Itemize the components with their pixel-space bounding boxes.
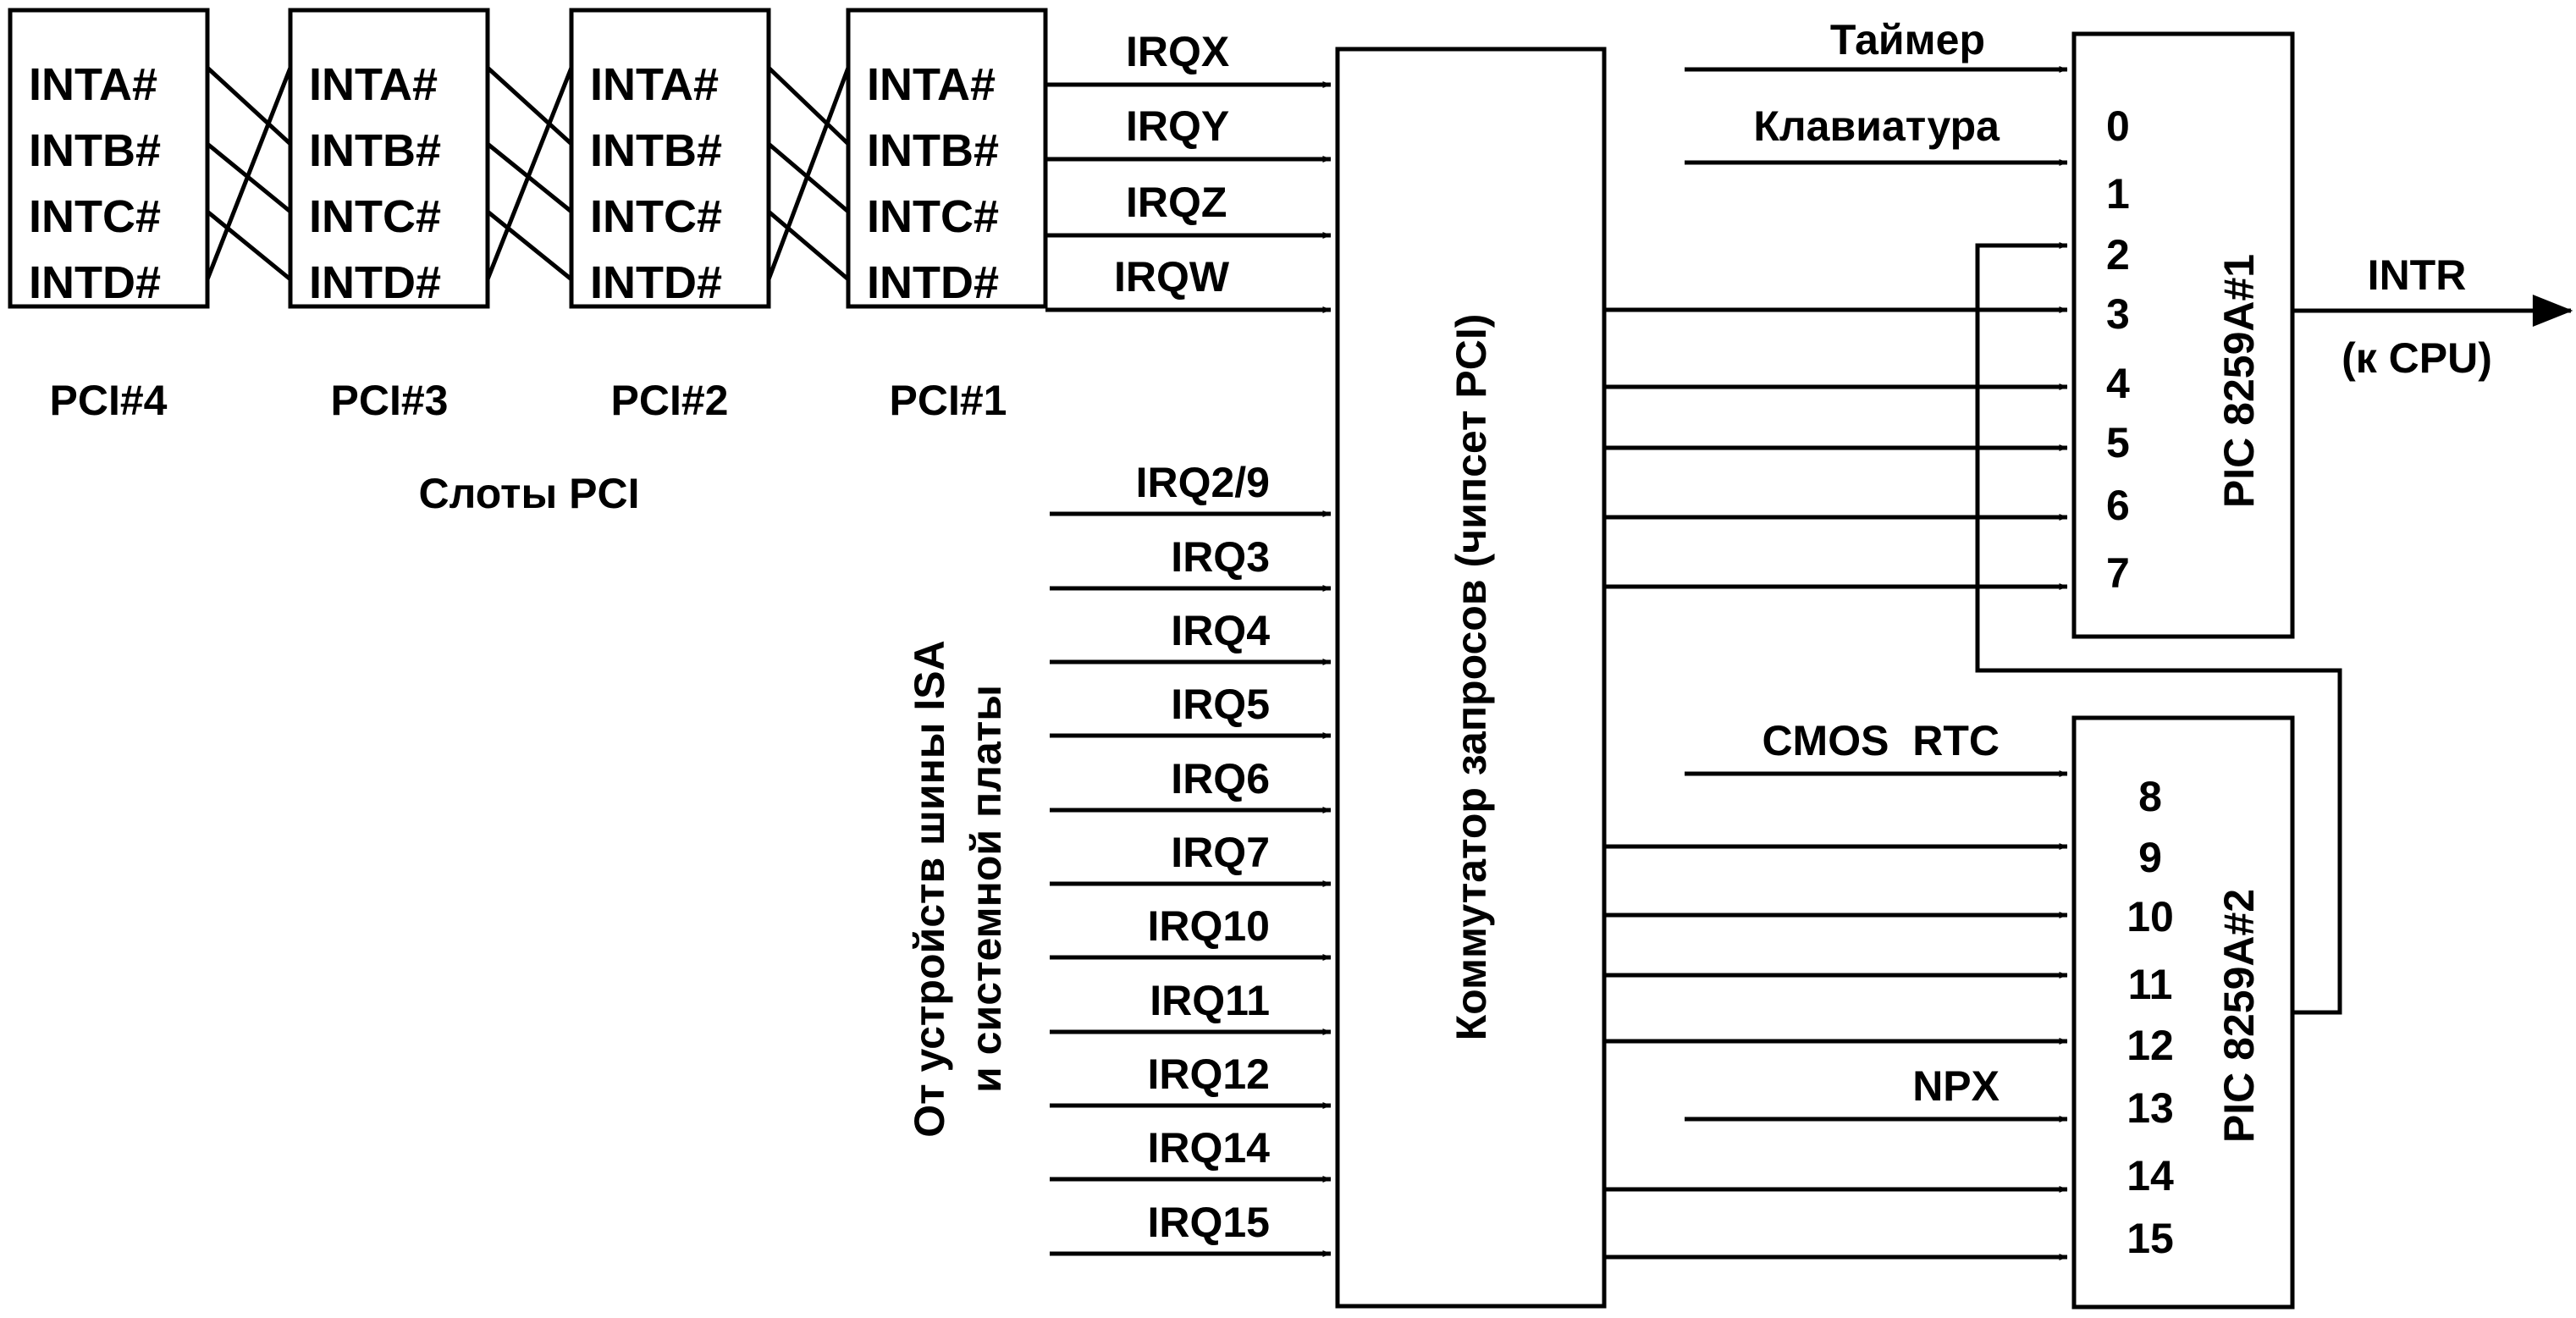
slot-name-pci1: PCI#1 [890, 377, 1007, 424]
pic2: 8 9 10 11 12 13 14 15 PIC 8259A#2 [2071, 715, 2295, 1310]
pic2-input-number: 8 [2138, 773, 2162, 820]
isa-irq-label: IRQ7 [1171, 829, 1270, 876]
slot-pin-label: INTA# [590, 59, 719, 110]
pic2-input-number: 10 [2126, 893, 2174, 940]
isa-irq-label: IRQ6 [1171, 755, 1270, 802]
source-keyboard: Клавиатура [1753, 102, 2000, 150]
router-box [1335, 47, 1607, 1309]
pic1-sources: Таймер Клавиатура [1685, 16, 2068, 166]
pic1-input-number: 1 [2106, 170, 2130, 218]
slot-pin-label: INTC# [309, 191, 441, 242]
pic1-input-number: 7 [2106, 549, 2130, 597]
pic1-box [2071, 31, 2295, 639]
pic2-input-number: 9 [2138, 834, 2162, 881]
isa-irq-lines: IRQ2/9 IRQ3 IRQ4 IRQ5 IRQ6 IRQ7 IRQ10 IR… [906, 459, 1332, 1257]
irq-label: IRQZ [1126, 179, 1227, 226]
irq-label: IRQW [1114, 253, 1230, 301]
pic2-input-number: 12 [2126, 1022, 2174, 1069]
isa-caption-line1: От устройств шины ISA [906, 640, 953, 1137]
slot-pin-label: INTD# [590, 257, 722, 308]
irq-label: IRQX [1126, 28, 1229, 75]
slot-pin-label: INTD# [29, 257, 161, 308]
slot-pin-label: INTB# [29, 125, 161, 176]
slot-name-pci2: PCI#2 [611, 377, 729, 424]
slot-box-pci2 [569, 8, 771, 309]
isa-irq-label: IRQ3 [1171, 533, 1270, 581]
slot-pin-label: INTA# [309, 59, 438, 110]
slot-pin-label: INTD# [309, 257, 441, 308]
irq-label: IRQY [1126, 102, 1229, 150]
source-npx: NPX [1912, 1062, 2000, 1110]
cascade-line [1975, 242, 2342, 1015]
slot-pin-label: INTA# [867, 59, 996, 110]
slot-pin-label: INTB# [590, 125, 722, 176]
request-router: Коммутатор запросов (чипсет PCI) [1335, 47, 1607, 1309]
isa-irq-label: IRQ10 [1147, 902, 1270, 950]
pic1-input-number: 6 [2106, 482, 2130, 529]
slot-name-pci4: PCI#4 [50, 377, 168, 424]
pic1-input-number: 3 [2106, 290, 2130, 338]
pic2-input-number: 14 [2126, 1152, 2174, 1199]
router-to-pic1 [1604, 306, 2068, 590]
isa-irq-label: IRQ11 [1150, 977, 1270, 1024]
pic1: 0 1 2 3 4 5 6 7 PIC 8259A#1 [2071, 31, 2295, 639]
pic2-input-number: 15 [2126, 1215, 2174, 1262]
source-cmos-rtc: CMOS RTC [1762, 717, 2000, 764]
isa-caption-line2: и системной платы [963, 685, 1010, 1093]
pic1-input-number: 2 [2106, 231, 2130, 278]
slot-pin-label: INTD# [867, 257, 999, 308]
slot-name-pci3: PCI#3 [331, 377, 449, 424]
pic2-input-number: 11 [2128, 961, 2173, 1008]
isa-irq-label: IRQ2/9 [1136, 459, 1270, 506]
slot-pin-label: INTB# [309, 125, 441, 176]
slot-box-pci4 [8, 8, 210, 309]
slots-caption: Слоты PCI [419, 470, 640, 517]
pic2-label: PIC 8259A#2 [2215, 889, 2263, 1143]
slot-pin-label: INTC# [590, 191, 722, 242]
isa-irq-label: IRQ15 [1147, 1199, 1270, 1246]
intr-label: INTR [2368, 251, 2467, 299]
router-label: Коммутатор запросов (чипсет PCI) [1448, 314, 1495, 1041]
intr-output: INTR (к CPU) [2292, 251, 2573, 382]
slot-pin-label: INTB# [867, 125, 999, 176]
pic1-label: PIC 8259A#1 [2215, 254, 2263, 508]
pci-irq-lines: IRQX IRQY IRQZ IRQW [1045, 28, 1332, 313]
pic2-box [2071, 715, 2295, 1310]
pic2-input-number: 13 [2126, 1084, 2174, 1132]
isa-irq-label: IRQ5 [1171, 681, 1270, 728]
pic1-input-number: 4 [2106, 360, 2130, 407]
pic1-input-number: 5 [2106, 419, 2130, 466]
slot-box-pci3 [288, 8, 490, 309]
intr-target: (к CPU) [2342, 334, 2492, 382]
pic2-sources: CMOS RTC NPX [1685, 717, 2068, 1122]
source-timer: Таймер [1830, 16, 1985, 63]
slot-pin-label: INTC# [867, 191, 999, 242]
pci-slots: INTA# INTB# INTC# INTD# INTA# INTB# INTC… [8, 8, 1048, 517]
slot-pin-label: INTC# [29, 191, 161, 242]
isa-irq-label: IRQ4 [1171, 607, 1270, 654]
isa-irq-label: IRQ14 [1147, 1124, 1270, 1172]
isa-irq-label: IRQ12 [1147, 1051, 1270, 1098]
slot-crosswires [205, 66, 851, 281]
slot-pin-label: INTA# [29, 59, 157, 110]
pic1-input-number: 0 [2106, 102, 2130, 150]
router-to-pic2 [1604, 843, 2068, 1260]
